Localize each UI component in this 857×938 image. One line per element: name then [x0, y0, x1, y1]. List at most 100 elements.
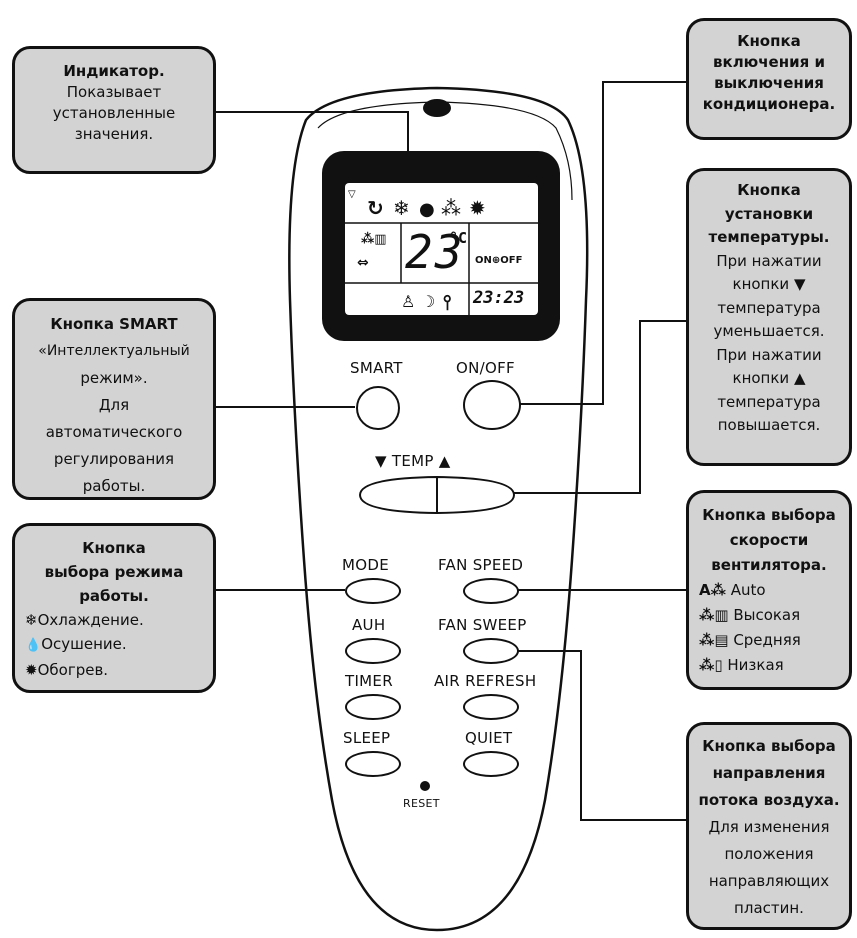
fanspeed-item-high: ⁂▥ Высокая [699, 606, 801, 624]
lcd-person-icon: ♙ [401, 292, 415, 311]
mode-item-dry: 💧Осушение. [25, 635, 127, 653]
fan-speed-label: FAN SPEED [438, 556, 524, 574]
reset-hole [420, 781, 430, 791]
mode-item-heat: ✹Обогрев. [25, 661, 109, 679]
sweep-line: направляющих [708, 872, 830, 890]
fanspeed-title: Кнопка выбора [702, 506, 836, 524]
temp-line: При нажатии [716, 345, 822, 364]
snowflake-icon: ❄ [25, 611, 38, 629]
fanspeed-callout: Кнопка выбора скорости вентилятора. A⁂ A… [686, 490, 852, 690]
fan-medium-icon: ⁂▤ [699, 631, 729, 649]
temp-callout: Кнопка установки температуры. При нажати… [686, 168, 852, 466]
indicator-line: значения. [74, 125, 154, 143]
sleep-label: SLEEP [343, 729, 391, 747]
temp-line: температура [717, 298, 821, 317]
fanspeed-item-medium: ⁂▤ Средняя [699, 631, 801, 649]
onoff-line: включения и [713, 53, 825, 71]
lcd-fan-icon: ⁂ [441, 196, 461, 220]
smart-title: Кнопка SMART [50, 315, 178, 333]
temp-line: При нажатии [716, 251, 822, 270]
sweep-title: направления [712, 764, 826, 782]
onoff-button[interactable] [463, 380, 521, 430]
mode-title: выбора режима [44, 563, 184, 581]
smart-line: Для [98, 396, 130, 414]
mode-item-cool: ❄Охлаждение. [25, 611, 144, 629]
lcd-temp-icon: ⫯ [443, 290, 452, 314]
temp-down-button[interactable] [362, 478, 436, 512]
lcd-temperature: 23 [405, 225, 465, 279]
fan-speed-button[interactable] [463, 578, 519, 604]
temp-line: повышается. [717, 416, 821, 434]
lcd-heat-icon: ✹ [469, 196, 486, 220]
onoff-callout: Кнопка включения и выключения кондиционе… [686, 18, 852, 140]
lcd-unit: °C [449, 229, 468, 247]
ir-emitter [423, 99, 451, 117]
air-refresh-button[interactable] [463, 694, 519, 720]
smart-button[interactable] [356, 386, 400, 430]
timer-label: TIMER [345, 672, 393, 690]
indicator-title: Индикатор. [63, 62, 165, 80]
lcd-sweep-icon: ⇔ [357, 255, 369, 271]
lcd-signal-icon: ▽ [348, 189, 356, 200]
remote-inner-outline [317, 101, 573, 201]
smart-line: «Интеллектуальный [38, 343, 190, 359]
temp-label: ▼ TEMP ▲ [375, 452, 451, 470]
temp-connector [506, 320, 686, 494]
smart-callout: Кнопка SMART «Интеллектуальный режим». Д… [12, 298, 216, 500]
mode-label: MODE [342, 556, 389, 574]
reset-button[interactable] [418, 779, 432, 793]
fan-low-icon: ⁂▯ [699, 656, 723, 674]
sun-icon: ✹ [25, 661, 38, 679]
lcd-timer-icon: ON⊕OFF [475, 255, 522, 266]
onoff-line: кондиционера. [702, 95, 836, 113]
temp-line: кнопки ▼ [732, 275, 806, 293]
fan-sweep-button[interactable] [463, 638, 519, 664]
timer-button[interactable] [345, 694, 401, 720]
quiet-label: QUIET [465, 729, 513, 747]
sweep-callout: Кнопка выбора направления потока воздуха… [686, 722, 852, 930]
sweep-title: Кнопка выбора [702, 737, 836, 755]
onoff-line: выключения [714, 74, 824, 92]
indicator-line: Показывает [66, 83, 162, 101]
mode-button[interactable] [345, 578, 401, 604]
indicator-line: установленные [52, 104, 176, 122]
auh-label: AUH [352, 616, 386, 634]
mode-title: работы. [79, 587, 149, 605]
sweep-title: потока воздуха. [698, 791, 840, 809]
sleep-button[interactable] [345, 751, 401, 777]
onoff-line: Кнопка [737, 32, 801, 50]
fan-high-icon: ⁂▥ [699, 606, 729, 624]
fan-sweep-label: FAN SWEEP [438, 616, 527, 634]
temp-line: кнопки ▲ [732, 369, 806, 387]
temp-title: установки [724, 204, 814, 223]
temp-title: Кнопка [737, 181, 801, 199]
fanspeed-item-auto: A⁂ Auto [699, 581, 766, 599]
lcd-cool-icon: ❄ [393, 196, 410, 220]
fanspeed-title: вентилятора. [711, 556, 827, 574]
reset-label: RESET [403, 797, 440, 810]
temp-line: уменьшается. [713, 322, 825, 340]
lcd-sleep-icon: ☽ [421, 292, 435, 311]
auh-button[interactable] [345, 638, 401, 664]
lcd-graphics: ↻ ❄ ● ⁂ ✹ ▽ ⁂▥ ⇔ ON⊕OFF ♙ ☽ ⫯ [345, 189, 538, 315]
smart-line: работы. [82, 477, 146, 495]
temp-line: температура [717, 392, 821, 411]
smart-line: регулирования [53, 450, 175, 468]
sweep-connector [500, 650, 686, 821]
lcd-clock: 23:23 [473, 288, 525, 308]
mode-title: Кнопка [82, 539, 146, 557]
droplet-icon: 💧 [25, 638, 42, 653]
fan-auto-icon: A⁂ [699, 581, 726, 599]
smart-label: SMART [350, 359, 403, 377]
sweep-line: положения [724, 845, 814, 863]
quiet-button[interactable] [463, 751, 519, 777]
lcd-dry-icon: ● [419, 199, 435, 220]
lcd-screen: ↻ ❄ ● ⁂ ✹ ▽ ⁂▥ ⇔ ON⊕OFF ♙ ☽ ⫯ 23 °C 23:2… [345, 183, 538, 315]
smart-line: режим». [80, 369, 148, 387]
mode-callout: Кнопка выбора режима работы. ❄Охлаждение… [12, 523, 216, 693]
temp-up-button[interactable] [438, 478, 512, 512]
air-refresh-label: AIR REFRESH [434, 672, 537, 690]
indicator-callout: Индикатор. Показывает установленные знач… [12, 46, 216, 174]
onoff-label: ON/OFF [456, 359, 515, 377]
